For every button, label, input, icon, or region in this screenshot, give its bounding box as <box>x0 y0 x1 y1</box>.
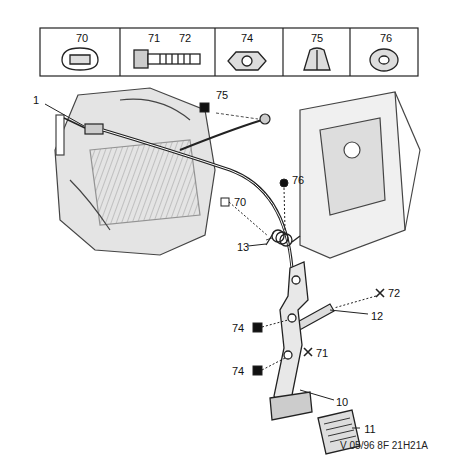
callout-number: 74 <box>232 323 244 334</box>
callout-number: 70 <box>234 197 246 208</box>
callout-number: 10 <box>336 397 348 408</box>
washer-icon <box>370 49 398 71</box>
drawing-reference: V 05/96 8F 21H21A <box>340 441 428 451</box>
callout-number: 71 <box>148 33 160 44</box>
callout-number: 72 <box>388 288 400 299</box>
callout-number: 75 <box>311 33 323 44</box>
pedal-bracket <box>300 92 420 258</box>
gearbox-housing <box>55 88 215 255</box>
nut-icon <box>228 52 266 70</box>
callout-number: 76 <box>292 175 304 186</box>
callout-number: 11 <box>364 424 375 435</box>
callout-number: 13 <box>237 242 249 253</box>
callout-number: 74 <box>232 366 244 377</box>
callout-number: 74 <box>241 33 253 44</box>
callout-markers <box>45 103 384 428</box>
callout-number: 1 <box>33 95 39 106</box>
cap-nut-icon <box>304 48 330 70</box>
parts-legend-box <box>40 28 418 76</box>
return-spring <box>266 230 300 246</box>
callout-number: 72 <box>179 33 191 44</box>
callout-number: 70 <box>76 33 88 44</box>
clutch-pedal <box>270 262 312 420</box>
callout-number: 76 <box>380 33 392 44</box>
bolt-icon <box>134 50 200 68</box>
callout-number: 71 <box>316 348 328 359</box>
callout-number: 12 <box>371 311 383 322</box>
clutch-cable <box>64 113 292 268</box>
hose-clamp-icon <box>62 48 98 70</box>
callout-number: 75 <box>216 90 228 101</box>
